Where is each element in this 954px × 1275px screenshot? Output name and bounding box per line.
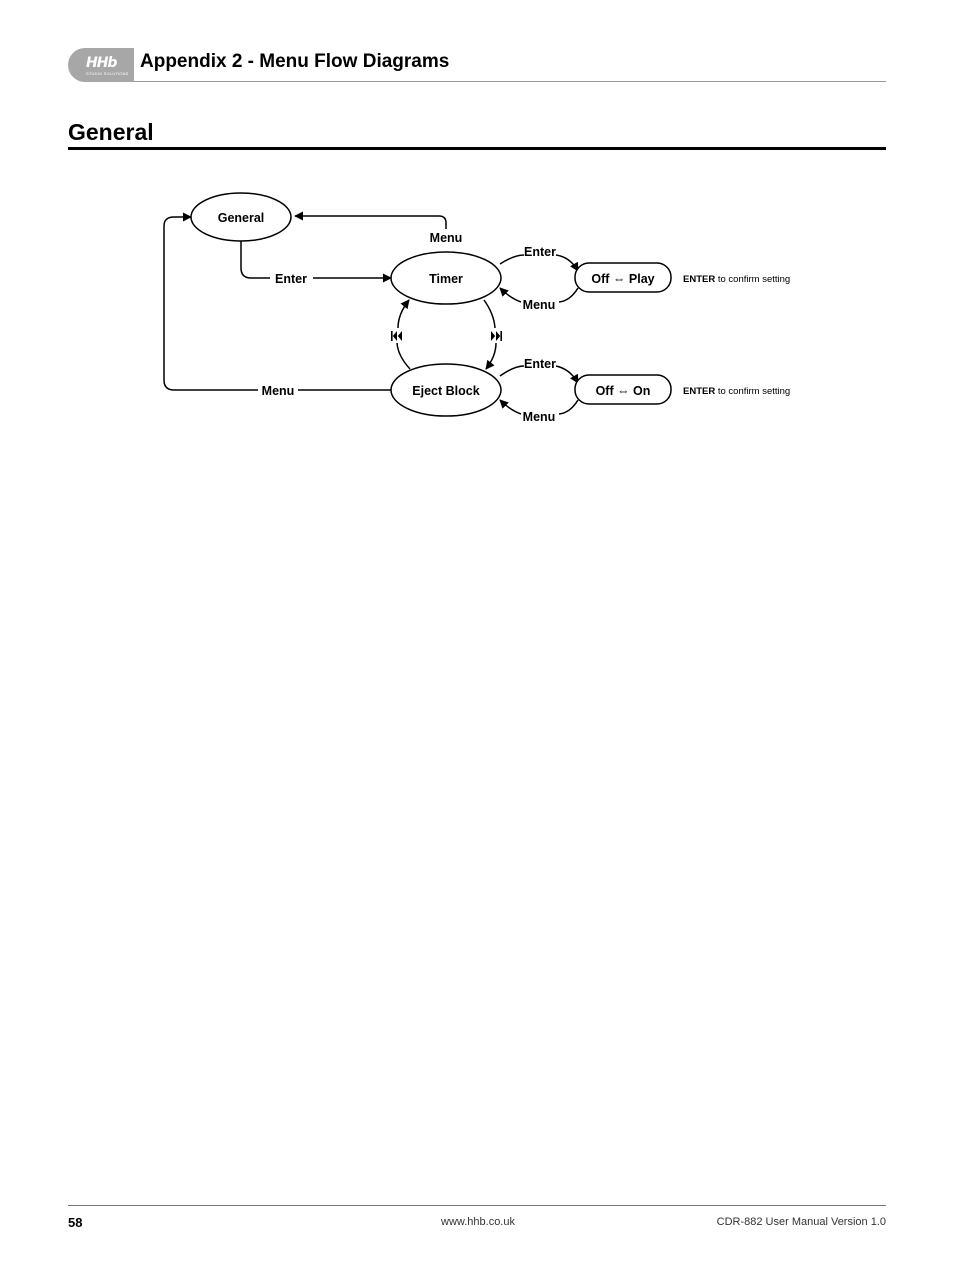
arrow-cycle-down	[484, 299, 497, 369]
menu-flow-diagram: General Timer Eject Block Off ⇔ Play Off…	[163, 192, 790, 424]
section-divider	[68, 147, 886, 150]
page-number: 58	[68, 1215, 83, 1230]
label-enter-general-to-timer: Enter	[275, 272, 307, 286]
arrow-eject-option-menu	[500, 400, 579, 415]
node-eject-option-label: Off ⇔ On	[596, 384, 651, 398]
arrow-cycle-up	[396, 300, 410, 370]
footer-divider	[68, 1205, 886, 1206]
node-general	[190, 192, 292, 242]
arrow-eject-enter	[499, 365, 578, 383]
skip-previous-icon	[391, 331, 402, 341]
label-menu-eject-to-general: Menu	[262, 384, 295, 398]
node-general-label: General	[218, 211, 265, 225]
brand-logo-subtitle: STUDIO SOLUTIONS	[86, 71, 129, 76]
logo-badge	[68, 48, 134, 82]
brand-logo: HHb	[86, 55, 117, 71]
footer-url: www.hhb.co.uk	[441, 1216, 515, 1228]
header-divider	[134, 81, 886, 82]
section-title: General	[68, 119, 154, 145]
arrow-timer-option-menu	[500, 288, 579, 303]
arrow-timer-enter	[499, 254, 578, 271]
timer-confirm-note: ENTER to confirm setting	[683, 274, 790, 285]
node-timer-label: Timer	[429, 272, 463, 286]
arrow-general-to-timer	[240, 241, 391, 278]
arrow-timer-to-general	[294, 211, 447, 229]
node-timer	[390, 251, 502, 305]
node-eject-block	[390, 363, 502, 417]
label-menu-eject-option: Menu	[523, 410, 556, 424]
label-menu-timer-to-general: Menu	[430, 231, 463, 245]
eject-confirm-note: ENTER to confirm setting	[683, 386, 790, 397]
label-enter-timer-option: Enter	[524, 245, 556, 259]
page-header-title: Appendix 2 - Menu Flow Diagrams	[140, 51, 450, 72]
node-eject-option	[574, 374, 672, 405]
node-timer-option-label: Off ⇔ Play	[591, 272, 654, 286]
arrow-eject-to-general	[163, 217, 391, 391]
node-timer-option	[574, 262, 672, 293]
footer-version: CDR-882 User Manual Version 1.0	[716, 1216, 886, 1228]
skip-next-icon	[491, 331, 502, 341]
label-menu-timer-option: Menu	[523, 298, 556, 312]
label-enter-eject-option: Enter	[524, 357, 556, 371]
node-eject-block-label: Eject Block	[412, 384, 479, 398]
